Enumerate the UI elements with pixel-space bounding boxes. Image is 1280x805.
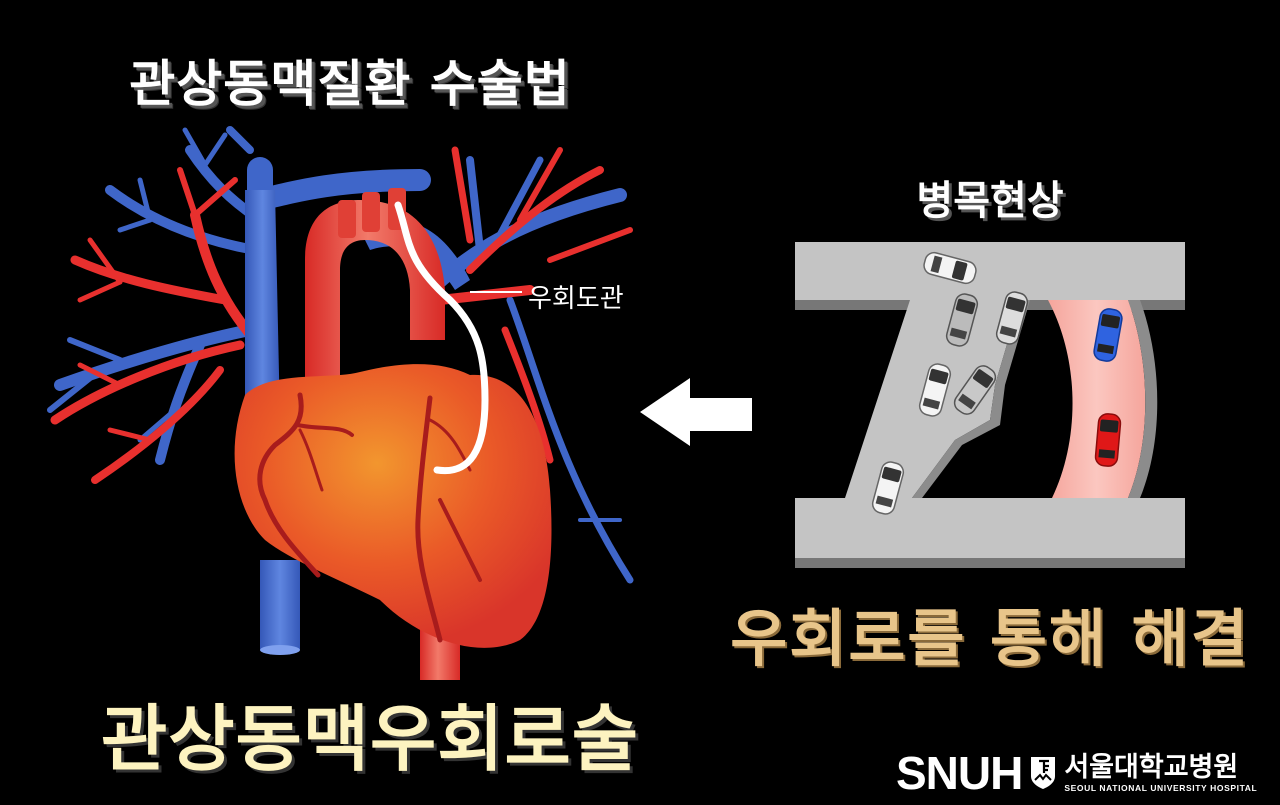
heart xyxy=(234,364,552,648)
blue-car xyxy=(1093,308,1123,362)
shield-key-icon xyxy=(1031,757,1056,789)
coronary-arteries xyxy=(257,392,482,643)
congested-cars xyxy=(871,251,1029,515)
solution-caption: 우회로를 통해 해결 xyxy=(730,602,1250,675)
bottleneck-title: 병목현상 xyxy=(916,178,1064,224)
logo-name-block: 서울대학교병원 SEOUL NATIONAL UNIVERSITY HOSPIT… xyxy=(1064,752,1258,794)
bottom-road xyxy=(795,498,1185,558)
procedure-title: 관상동맥우회로술 xyxy=(101,697,639,781)
traffic-bottleneck-diagram xyxy=(795,242,1185,568)
red-car xyxy=(1094,413,1122,467)
vena-cava xyxy=(245,190,280,420)
inferior-vena-cava xyxy=(260,560,300,650)
left-arrow-icon xyxy=(640,378,752,446)
left-artery-tree xyxy=(50,167,260,484)
top-road xyxy=(795,242,1185,300)
bypass-graft xyxy=(394,201,489,475)
logo-korean-name: 서울대학교병원 xyxy=(1064,752,1239,783)
bypass-graft-label: 우회도관 xyxy=(528,284,624,314)
top-title: 관상동맥질환 수술법 xyxy=(129,55,571,113)
snuh-logo: SNUH 서울대학교병원 SEOUL NATIONAL UNIVERSITY H… xyxy=(896,747,1258,799)
bypass-lane xyxy=(1048,300,1146,498)
logo-snuh-text: SNUH xyxy=(896,747,1023,799)
logo-english-name: SEOUL NATIONAL UNIVERSITY HOSPITAL xyxy=(1064,783,1258,793)
heart-illustration xyxy=(47,126,634,680)
bypass-cars xyxy=(1093,308,1123,467)
